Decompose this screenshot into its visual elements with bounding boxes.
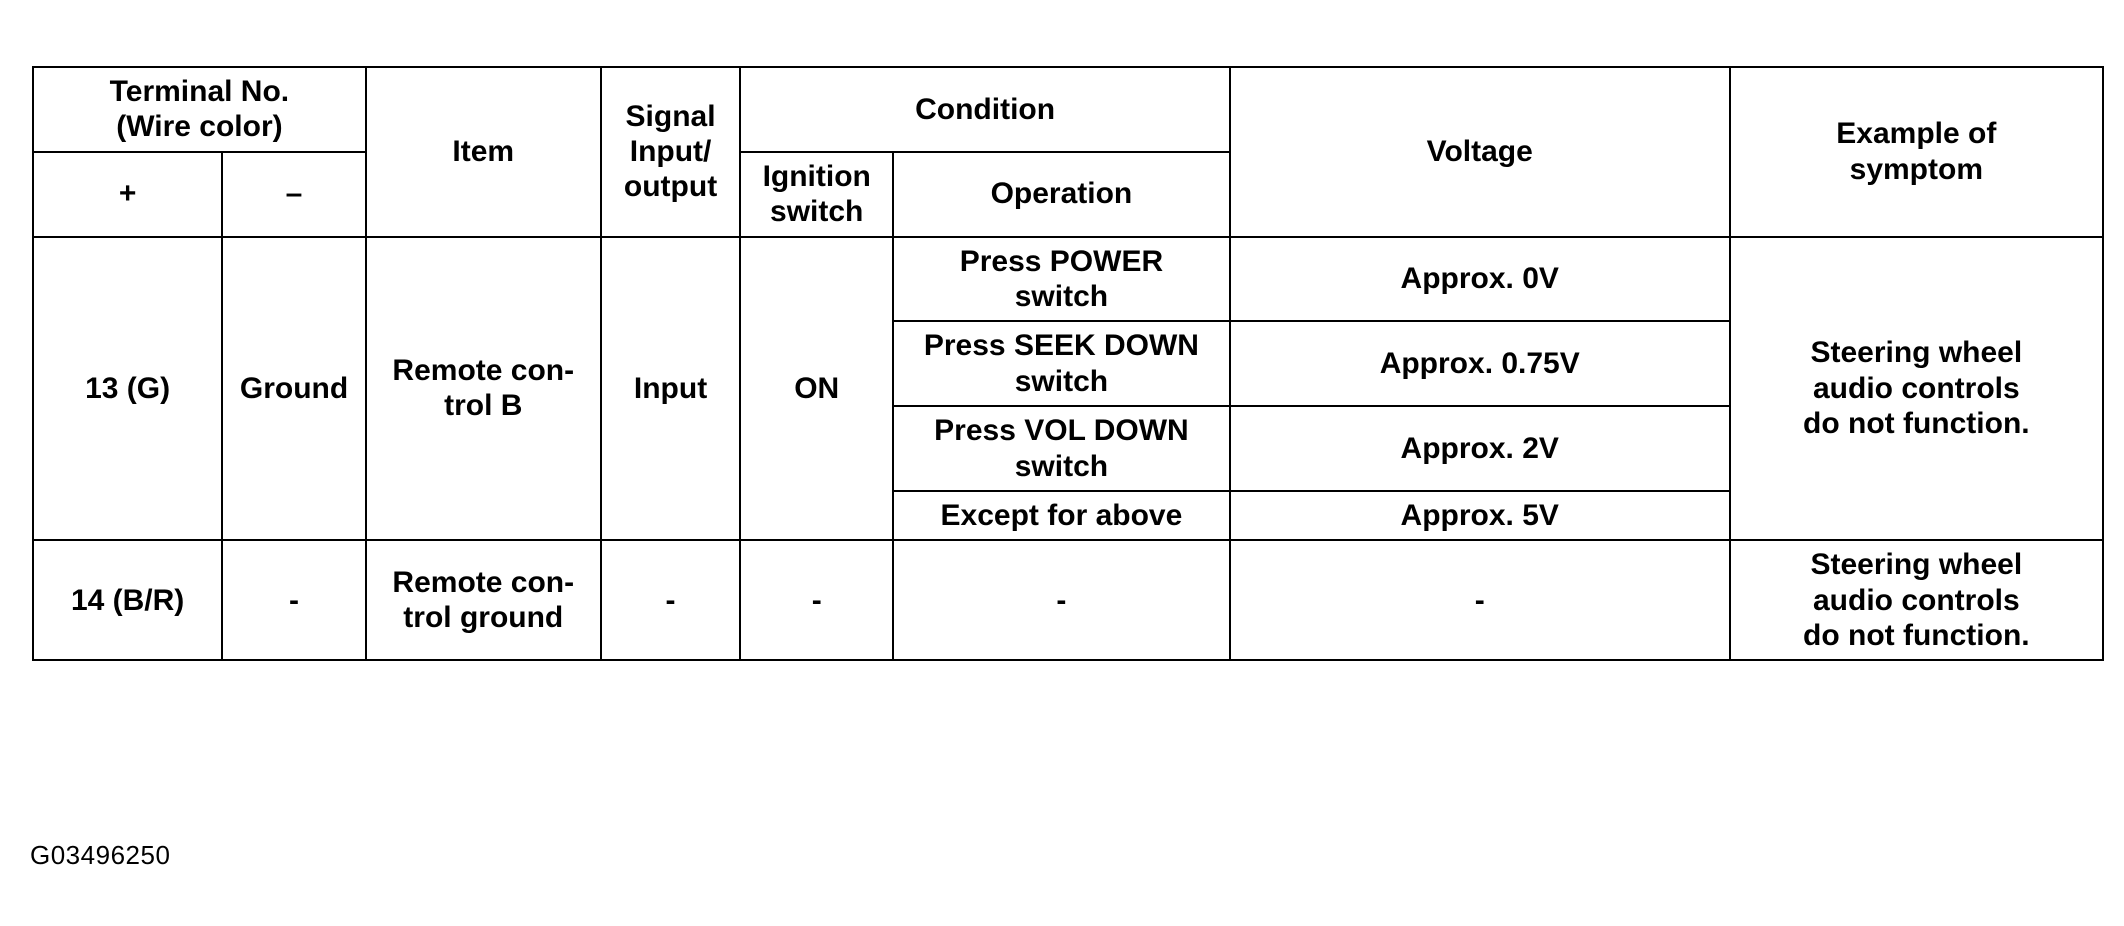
cell-item-line2: trol ground xyxy=(403,601,564,635)
header-terminal-plus: + xyxy=(31,150,224,238)
cell-operation: Press POWER switch xyxy=(892,235,1231,323)
header-operation: Operation xyxy=(892,150,1231,238)
cell-ignition-switch: - xyxy=(739,539,895,662)
terminal-voltage-table: Terminal No. (Wire color) Item Signal In… xyxy=(31,66,2105,662)
header-signal-line1: Signal xyxy=(625,99,716,133)
cell-operation: Press VOL DOWN switch xyxy=(892,405,1231,492)
cell-symptom-line3: do not function. xyxy=(1803,619,2030,653)
cell-voltage: Approx. 0V xyxy=(1228,235,1731,323)
header-signal-input-output: Signal Input/ output xyxy=(599,66,742,238)
header-signal-line2: Input/ xyxy=(629,135,712,169)
cell-terminal-minus: Ground xyxy=(221,235,367,542)
cell-item-line1: Remote con- xyxy=(392,565,575,599)
table-row: Except for above Approx. 5V xyxy=(33,489,2103,542)
cell-operation: Except for above xyxy=(892,489,1231,542)
cell-terminal-plus: 14 (B/R) xyxy=(31,539,224,662)
cell-operation-line1: Press SEEK DOWN xyxy=(923,329,1199,363)
cell-ignition-switch: ON xyxy=(739,235,895,542)
cell-terminal-plus: 13 (G) xyxy=(31,235,224,542)
header-symptom-line2: symptom xyxy=(1849,152,1983,186)
header-symptom-line1: Example of xyxy=(1836,117,1997,151)
cell-operation: Press SEEK DOWN switch xyxy=(892,320,1231,408)
terminal-voltage-table-wrapper: Terminal No. (Wire color) Item Signal In… xyxy=(31,66,2105,662)
cell-operation-line1: Press VOL DOWN xyxy=(934,414,1189,448)
header-ignition-line2: switch xyxy=(770,195,864,229)
header-ignition-switch: Ignition switch xyxy=(739,150,895,238)
header-terminal-no-line1: Terminal No. xyxy=(109,75,290,108)
header-signal-line3: output xyxy=(623,170,718,204)
cell-operation-line2: switch xyxy=(1014,279,1109,313)
cell-item: Remote con- trol B xyxy=(364,235,602,542)
header-ignition-line1: Ignition xyxy=(762,159,871,193)
header-voltage: Voltage xyxy=(1228,66,1731,238)
table-row: 14 (B/R) - Remote con- trol ground - - -… xyxy=(31,539,2105,662)
header-item: Item xyxy=(364,66,602,238)
table-row: 13 (G) Ground Remote con- trol B Input O… xyxy=(31,235,2105,542)
cell-item-line2: trol B xyxy=(444,389,523,423)
cell-symptom-line1: Steering wheel xyxy=(1810,548,2023,582)
cell-terminal-minus: - xyxy=(221,539,367,662)
cell-signal-io: Input xyxy=(599,235,742,542)
cell-voltage: - xyxy=(1228,539,1731,662)
header-terminal-no: Terminal No. (Wire color) xyxy=(32,66,367,153)
cell-operation: - xyxy=(892,539,1231,662)
table-row: Press VOL DOWN switch Approx. 2V xyxy=(33,405,2103,492)
cell-voltage: Approx. 2V xyxy=(1228,405,1731,492)
cell-item-line1: Remote con- xyxy=(392,354,575,388)
header-terminal-no-line2: (Wire color) xyxy=(116,110,283,144)
cell-symptom-line1: Steering wheel xyxy=(1810,336,2023,370)
cell-operation-line1: Press POWER xyxy=(959,244,1164,278)
cell-signal-io: - xyxy=(599,539,742,662)
cell-symptom-line2: audio controls xyxy=(1812,371,2020,405)
cell-item: Remote con- trol ground xyxy=(364,539,602,662)
cell-symptom: Steering wheel audio controls do not fun… xyxy=(1728,539,2105,662)
table-header-row-1: Terminal No. (Wire color) Item Signal In… xyxy=(32,66,2105,238)
header-example-of-symptom: Example of symptom xyxy=(1728,66,2105,238)
header-condition: Condition xyxy=(739,66,1231,153)
table-row: Press SEEK DOWN switch Approx. 0.75V xyxy=(33,320,2103,408)
cell-operation-line2: switch xyxy=(1014,364,1109,398)
cell-symptom-line3: do not function. xyxy=(1803,407,2030,441)
cell-voltage: Approx. 5V xyxy=(1228,489,1731,542)
header-terminal-minus: – xyxy=(221,150,367,238)
figure-id-caption: G03496250 xyxy=(30,840,171,870)
cell-symptom: Steering wheel audio controls do not fun… xyxy=(1728,235,2105,542)
cell-operation-line2: switch xyxy=(1014,449,1109,483)
cell-symptom-line2: audio controls xyxy=(1812,583,2020,617)
cell-voltage: Approx. 0.75V xyxy=(1228,320,1731,408)
